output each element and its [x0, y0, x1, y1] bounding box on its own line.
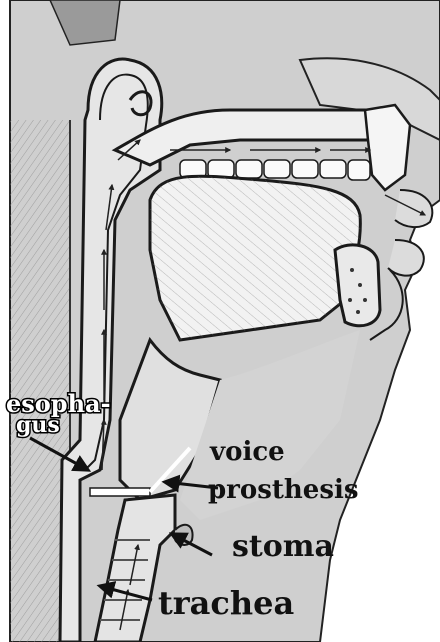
label-trachea: trachea [158, 584, 294, 622]
label-prosthesis: prosthesis [208, 475, 358, 505]
label-esophagus-line2: gus [16, 412, 60, 438]
voice-prosthesis-device [90, 488, 150, 496]
label-stoma: stoma [232, 529, 334, 564]
label-voice: voice [209, 437, 285, 467]
